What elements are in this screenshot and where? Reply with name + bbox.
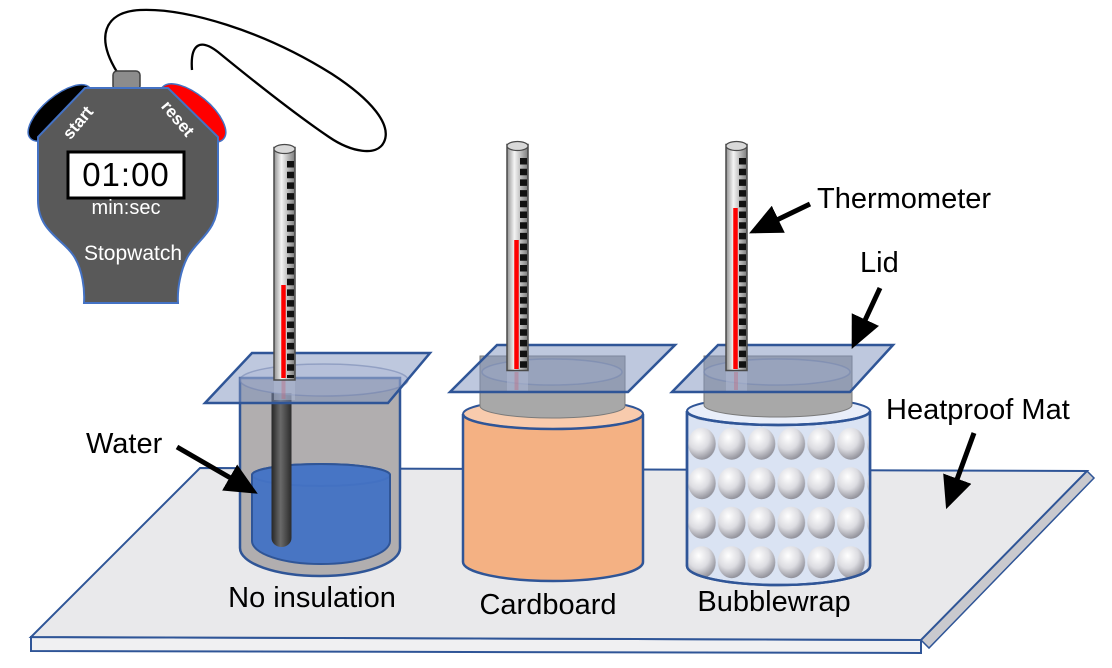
stopwatch-units-label: min:sec bbox=[91, 197, 161, 219]
lid-arrow bbox=[851, 286, 883, 349]
stopwatch-display-value: 01:00 bbox=[82, 156, 170, 193]
lid-3 bbox=[669, 343, 896, 394]
stopwatch-label: Stopwatch bbox=[83, 242, 183, 265]
stopwatch bbox=[27, 8, 387, 304]
lid-1 bbox=[202, 351, 433, 405]
bubblewrap-bubbles bbox=[685, 410, 872, 587]
thermometer-1 bbox=[273, 143, 296, 381]
cardboard-wrap bbox=[461, 413, 645, 583]
beaker-bubblewrap bbox=[669, 140, 896, 587]
annotation-arrows bbox=[175, 201, 977, 510]
heatproof-mat-label: Heatproof Mat bbox=[886, 394, 1070, 426]
lid-label: Lid bbox=[860, 247, 899, 279]
beaker-cardboard bbox=[446, 140, 679, 583]
lid-2 bbox=[446, 343, 679, 394]
stopwatch-cord bbox=[104, 8, 387, 153]
stopwatch-display bbox=[66, 150, 186, 200]
tube-cap bbox=[273, 143, 296, 155]
beaker-no-insulation bbox=[202, 143, 433, 578]
thermometer-2 bbox=[506, 140, 529, 372]
water-label: Water bbox=[86, 428, 163, 460]
beaker-label-cardboard: Cardboard bbox=[479, 589, 617, 621]
thermometer-arrow bbox=[749, 201, 812, 234]
tube-cap bbox=[725, 140, 748, 152]
tube-cap bbox=[506, 140, 529, 152]
thermometer-probe-rod bbox=[271, 393, 292, 547]
beaker-label-bubblewrap: Bubblewrap bbox=[697, 586, 851, 618]
thermometer-3 bbox=[725, 140, 748, 372]
thermometer-label: Thermometer bbox=[817, 183, 992, 215]
heatproof-mat-arrow bbox=[943, 432, 977, 510]
beaker-label-no-insulation: No insulation bbox=[228, 582, 396, 614]
water-arrow bbox=[175, 444, 258, 494]
